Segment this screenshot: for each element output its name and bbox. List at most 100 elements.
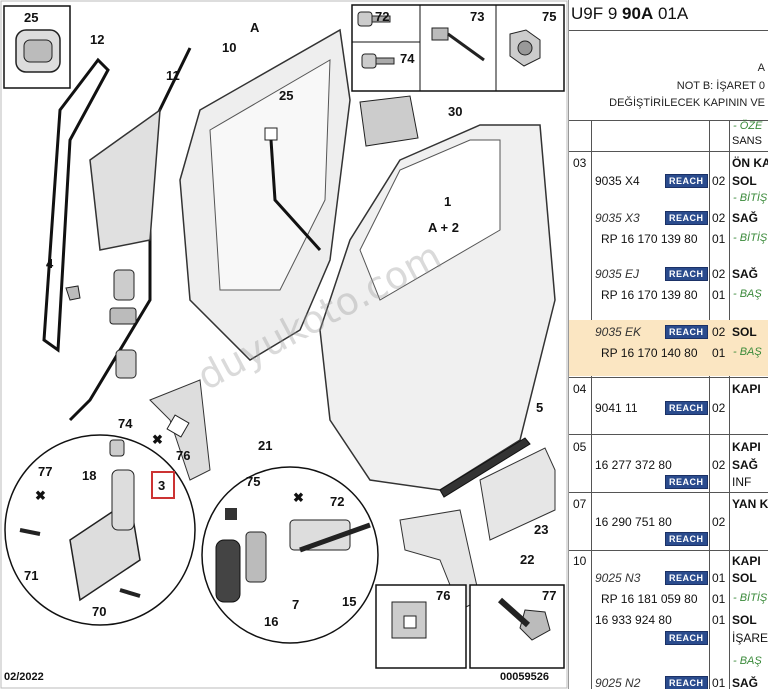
callout-72b: 72: [330, 494, 344, 509]
reach-badge: REACH: [665, 267, 708, 281]
reach-badge: REACH: [665, 401, 708, 415]
part-desc: KAPI: [732, 382, 761, 396]
reach-badge: REACH: [665, 676, 708, 689]
part-note: İŞARE: [732, 631, 768, 645]
part-code[interactable]: 9035 X4: [595, 174, 640, 188]
note-line-1: A: [757, 62, 765, 74]
rp-code[interactable]: RP 16 170 140 80: [601, 346, 698, 360]
parts-diagram: ✖ ✖ ✖ 25 72 73 75 74: [0, 0, 568, 689]
callout-16: 16: [264, 614, 278, 629]
reach-badge: REACH: [665, 631, 708, 645]
part-code[interactable]: 16 277 372 80: [595, 458, 672, 472]
callout-7: 7: [292, 597, 299, 612]
green-note: - BİTİŞ: [733, 592, 768, 604]
svg-text:✖: ✖: [35, 488, 46, 503]
callout-22: 22: [520, 552, 534, 567]
part-qty: 02: [712, 325, 726, 339]
green-note: - BAŞ: [733, 346, 762, 358]
callout-A: A: [250, 20, 260, 35]
callout-76: 76: [176, 448, 190, 463]
reach-badge: REACH: [665, 211, 708, 225]
part-qty: 01: [712, 571, 726, 585]
group-number: 07: [573, 497, 587, 511]
group-number: 04: [573, 382, 587, 396]
part-code[interactable]: 9041 11: [595, 401, 638, 415]
part-code[interactable]: 9025 N3: [595, 571, 641, 585]
reach-badge: REACH: [665, 475, 708, 489]
callout-30: 30: [448, 104, 462, 119]
callout-70: 70: [92, 604, 106, 619]
callout-23: 23: [534, 522, 548, 537]
reach-badge: REACH: [665, 532, 708, 546]
callout-18: 18: [82, 468, 96, 483]
part-qty: 01: [712, 676, 726, 689]
callout-3: 3: [158, 478, 165, 493]
rp-qty: 01: [712, 592, 726, 606]
part-side: SOL: [732, 325, 757, 339]
callout-77b: 77: [542, 588, 556, 603]
part-code[interactable]: 16 290 751 80: [595, 515, 672, 529]
callout-77: 77: [38, 464, 52, 479]
part-side: SAĞ: [732, 458, 759, 472]
group-number: 10: [573, 554, 587, 568]
callout-74: 74: [400, 51, 415, 66]
rp-code[interactable]: RP 16 170 139 80: [601, 288, 698, 302]
model-code: U9F 9 90A 01A: [571, 4, 688, 24]
rp-qty: 01: [712, 288, 726, 302]
callout-75b: 75: [246, 474, 260, 489]
callout-76b: 76: [436, 588, 450, 603]
model-code-bold: 90A: [622, 4, 654, 23]
rp-qty: 01: [712, 346, 726, 360]
model-code-prefix: U9F 9: [571, 4, 623, 23]
callout-73: 73: [470, 9, 484, 24]
group-number: 05: [573, 440, 587, 454]
svg-text:✖: ✖: [293, 490, 304, 505]
reach-badge: REACH: [665, 174, 708, 188]
reach-badge: REACH: [665, 325, 708, 339]
part-code[interactable]: 9035 X3: [595, 211, 640, 225]
callout-75: 75: [542, 9, 556, 24]
note-line-3: DEĞİŞTİRİLECEK KAPININ VE: [609, 97, 765, 109]
callout-10: 10: [222, 40, 236, 55]
diagram-reference: 00059526: [500, 671, 549, 683]
part-desc: KAPI: [732, 554, 761, 568]
svg-text:✖: ✖: [152, 432, 163, 447]
part-side: SOL: [732, 174, 757, 188]
part-qty: 02: [712, 267, 726, 281]
parts-list-panel: U9F 9 90A 01A A NOT B: İŞARET 0 DEĞİŞTİR…: [568, 0, 768, 689]
part-desc: ÖN KA: [732, 156, 768, 170]
part-code[interactable]: 9025 N2: [595, 676, 641, 689]
rp-code[interactable]: RP 16 181 059 80: [601, 592, 698, 606]
part-inf: INF: [732, 475, 752, 489]
callout-A-plus-2: A + 2: [428, 220, 459, 235]
green-note: - BAŞ: [733, 655, 762, 667]
callout-21: 21: [258, 438, 272, 453]
part-code[interactable]: 9035 EK: [595, 325, 642, 339]
part-qty: 02: [712, 401, 726, 415]
callout-1: 1: [444, 194, 451, 209]
part-side: SAĞ: [732, 267, 759, 281]
part-code[interactable]: 16 933 924 80: [595, 613, 672, 627]
part-side: SOL: [732, 571, 757, 585]
part-qty: 02: [712, 515, 726, 529]
reach-badge: REACH: [665, 571, 708, 585]
callout-72: 72: [375, 9, 389, 24]
rp-code[interactable]: RP 16 170 139 80: [601, 232, 698, 246]
note-line-2: NOT B: İŞARET 0: [676, 80, 765, 92]
model-code-suffix: 01A: [653, 4, 689, 23]
callout-15: 15: [342, 594, 356, 609]
part-code[interactable]: 9035 EJ: [595, 267, 640, 281]
callout-25b: 25: [279, 88, 293, 103]
group-number: 03: [573, 156, 587, 170]
part-desc: YAN K: [732, 497, 768, 511]
callout-71: 71: [24, 568, 38, 583]
green-note: - BİTİŞ: [733, 192, 768, 204]
callout-12: 12: [90, 32, 104, 47]
callout-74b: 74: [118, 416, 133, 431]
part-side: SAĞ: [732, 211, 759, 225]
exploded-view-drawing: ✖ ✖ ✖ 25 72 73 75 74: [0, 0, 568, 689]
diagram-date: 02/2022: [4, 671, 44, 683]
callout-4: 4: [46, 256, 54, 271]
part-qty: 02: [712, 458, 726, 472]
rp-qty: 01: [712, 232, 726, 246]
